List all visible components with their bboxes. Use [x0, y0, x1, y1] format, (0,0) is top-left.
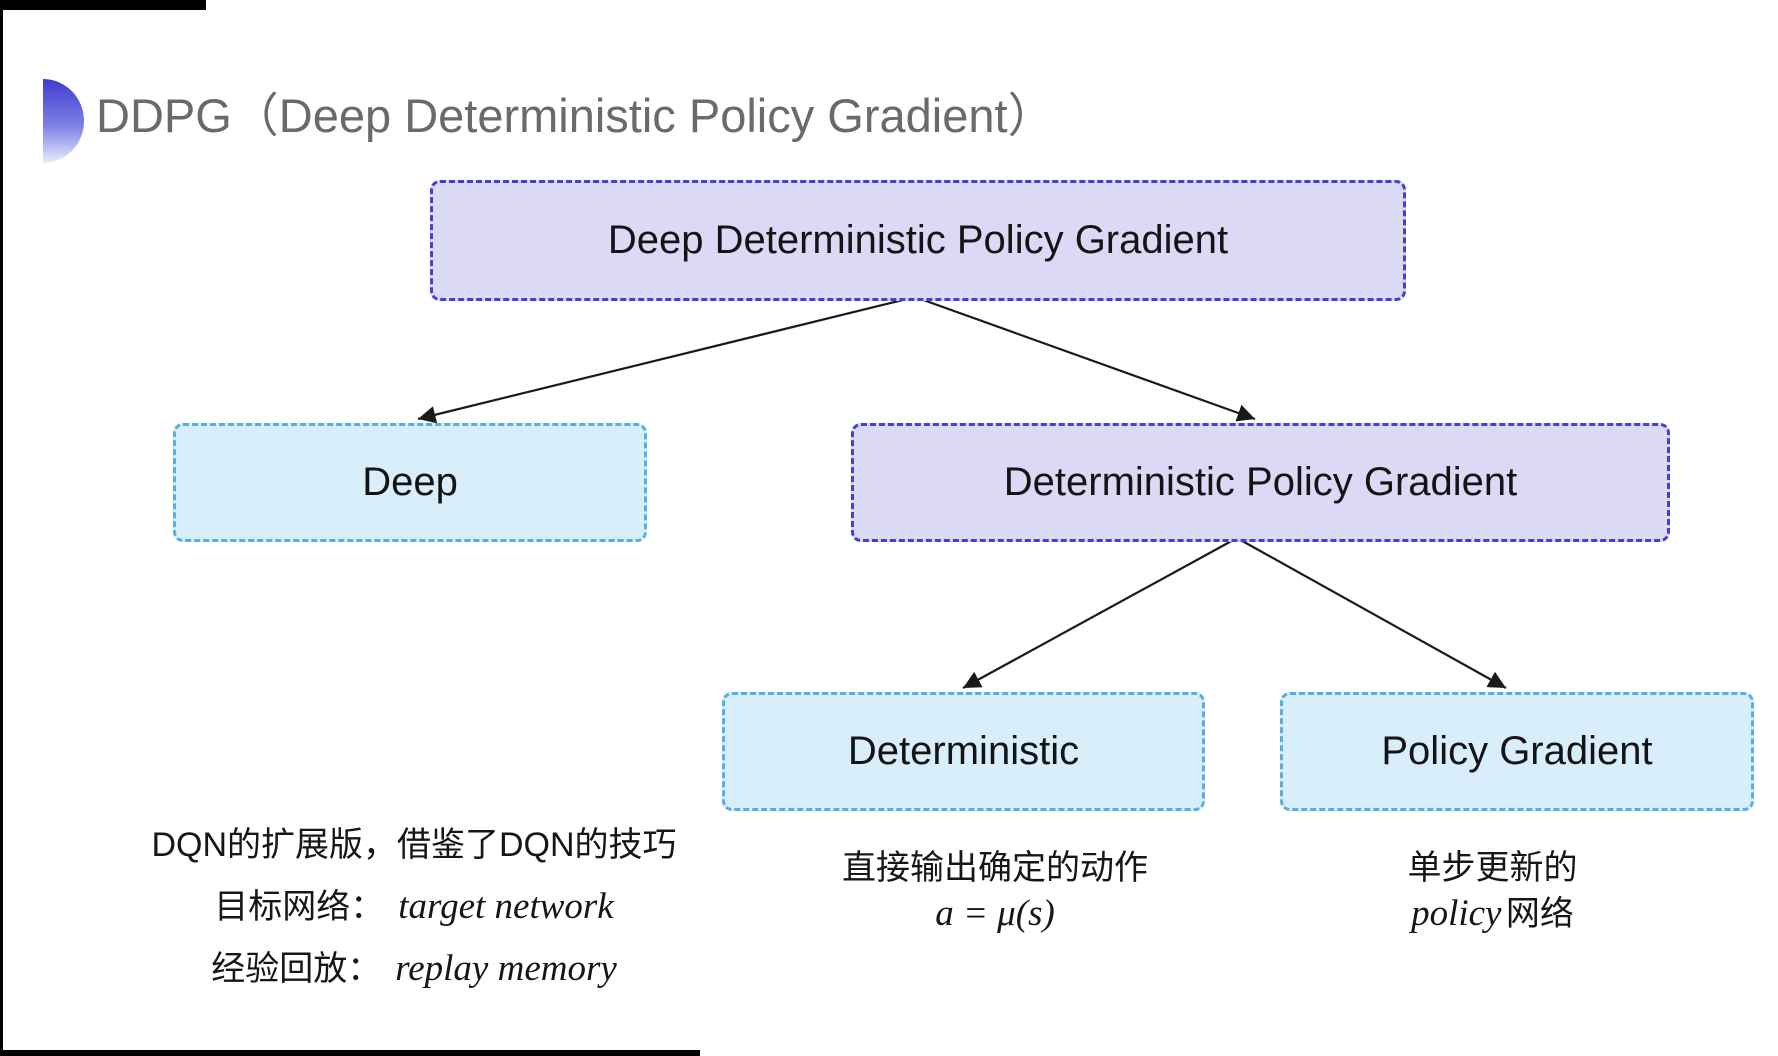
annotation-deep: DQN的扩展版，借鉴了DQN的技巧 目标网络： target network 经验… [118, 814, 710, 1000]
annotation-term: replay memory [395, 948, 617, 989]
left-edge-line [0, 0, 3, 1056]
arrow-dpg-to-policy-gradient [1236, 537, 1507, 689]
annotation-text: DQN的扩展版，借鉴了DQN的技巧 [151, 826, 677, 864]
annotation-text: 直接输出确定的动作 [842, 849, 1148, 887]
annotation-det-formula: a = μ(s) [795, 891, 1195, 936]
annotation-text: 网络 [1505, 895, 1574, 933]
bottom-edge-bar [0, 1050, 700, 1056]
node-dpg-label: Deterministic Policy Gradient [1003, 460, 1518, 504]
annotation-deterministic: 直接输出确定的动作 a = μ(s) [795, 846, 1195, 936]
annotation-deep-line1: DQN的扩展版，借鉴了DQN的技巧 [118, 814, 710, 876]
node-deep: Deep [173, 423, 647, 542]
top-edge-bar [0, 0, 206, 10]
annotation-deep-line3: 经验回放： replay memory [118, 938, 710, 1000]
annotation-term: policy [1411, 893, 1502, 934]
node-policy-gradient: Policy Gradient [1280, 692, 1754, 811]
annotation-pg-line1: 单步更新的 [1295, 846, 1690, 891]
annotation-text: 目标网络： [214, 888, 385, 926]
annotation-deep-line2: 目标网络： target network [118, 876, 710, 938]
node-policy-gradient-label: Policy Gradient [1381, 729, 1653, 773]
node-deep-label: Deep [362, 460, 458, 504]
slide-title: DDPG（Deep Deterministic Policy Gradient） [96, 89, 1055, 142]
node-deterministic-label: Deterministic [847, 729, 1080, 773]
node-root-label: Deep Deterministic Policy Gradient [607, 218, 1229, 262]
node-deterministic-policy-gradient: Deterministic Policy Gradient [851, 423, 1670, 542]
annotation-det-line1: 直接输出确定的动作 [795, 846, 1195, 891]
node-root: Deep Deterministic Policy Gradient [430, 180, 1406, 301]
formula-text: a = μ(s) [935, 893, 1055, 934]
annotation-term: target network [398, 886, 614, 927]
node-deterministic: Deterministic [722, 692, 1205, 811]
arrow-root-to-dpg [914, 295, 1256, 422]
arrow-dpg-to-deterministic [962, 537, 1238, 689]
annotation-policy-gradient: 单步更新的 policy 网络 [1295, 846, 1690, 936]
annotation-pg-line2: policy 网络 [1295, 891, 1690, 936]
annotation-text: 单步更新的 [1407, 849, 1578, 887]
annotation-text: 经验回放： [211, 950, 382, 988]
arrow-root-to-deep [417, 295, 916, 424]
